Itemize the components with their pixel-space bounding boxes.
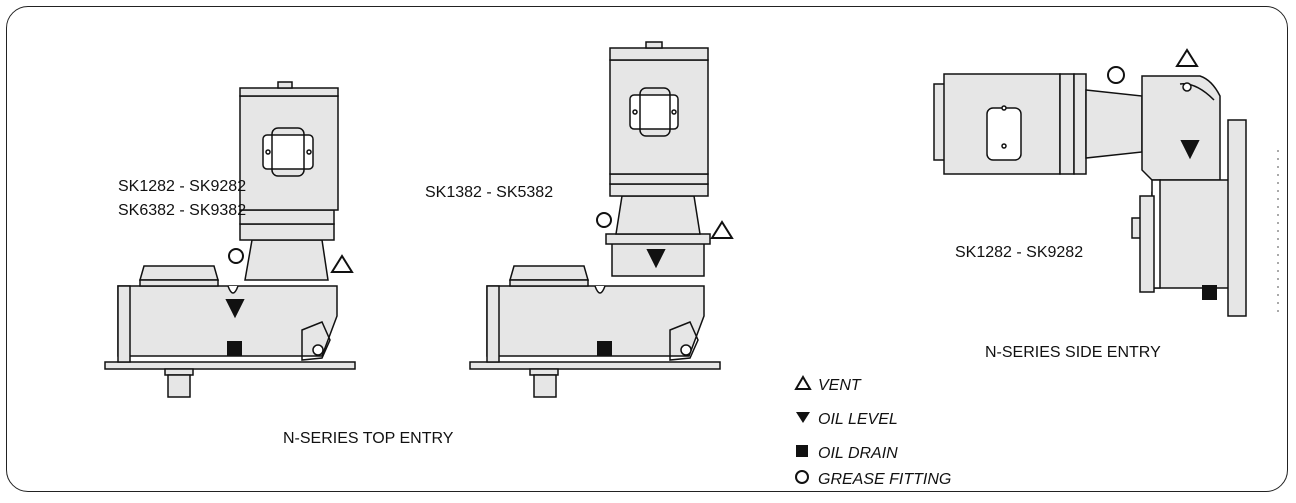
model-range-label: SK1282 - SK9282 [955,244,1084,261]
gearmotor-top-entry-left [104,81,356,398]
triangle-filled-icon [796,412,810,423]
legend-item-vent: VENT [794,375,861,396]
oil-drain-marker [597,341,612,356]
oil-drain-marker [1202,285,1217,300]
gearmotor-side-entry [933,73,1279,317]
legend-item-grease-fitting: GREASE FITTING [794,468,951,491]
vent-marker [330,254,354,273]
oil-level-marker [1180,140,1200,160]
circle-outline-icon [795,470,809,484]
vent-marker [710,220,734,239]
grease-fitting-marker [228,248,244,264]
triangle-outline-icon [794,375,812,390]
gearmotor-top-entry-middle [469,41,721,398]
model-range-label: SK6382 - SK9382 [118,202,247,219]
oil-drain-marker [227,341,242,356]
diagram-frame [6,6,1288,492]
oil-level-marker [646,249,666,269]
legend-item-oil-drain: OIL DRAIN [794,443,898,464]
vent-marker [1175,48,1199,67]
oil-level-marker [225,299,245,319]
side-entry-caption: N-SERIES SIDE ENTRY [985,344,1161,361]
grease-fitting-marker [596,212,612,228]
grease-fitting-marker [1107,66,1125,84]
square-filled-icon [796,445,808,457]
model-range-label: SK1382 - SK5382 [425,184,554,201]
model-range-label: SK1282 - SK9282 [118,178,247,195]
legend-item-oil-level: OIL LEVEL [794,409,898,430]
top-entry-caption: N-SERIES TOP ENTRY [283,430,454,447]
